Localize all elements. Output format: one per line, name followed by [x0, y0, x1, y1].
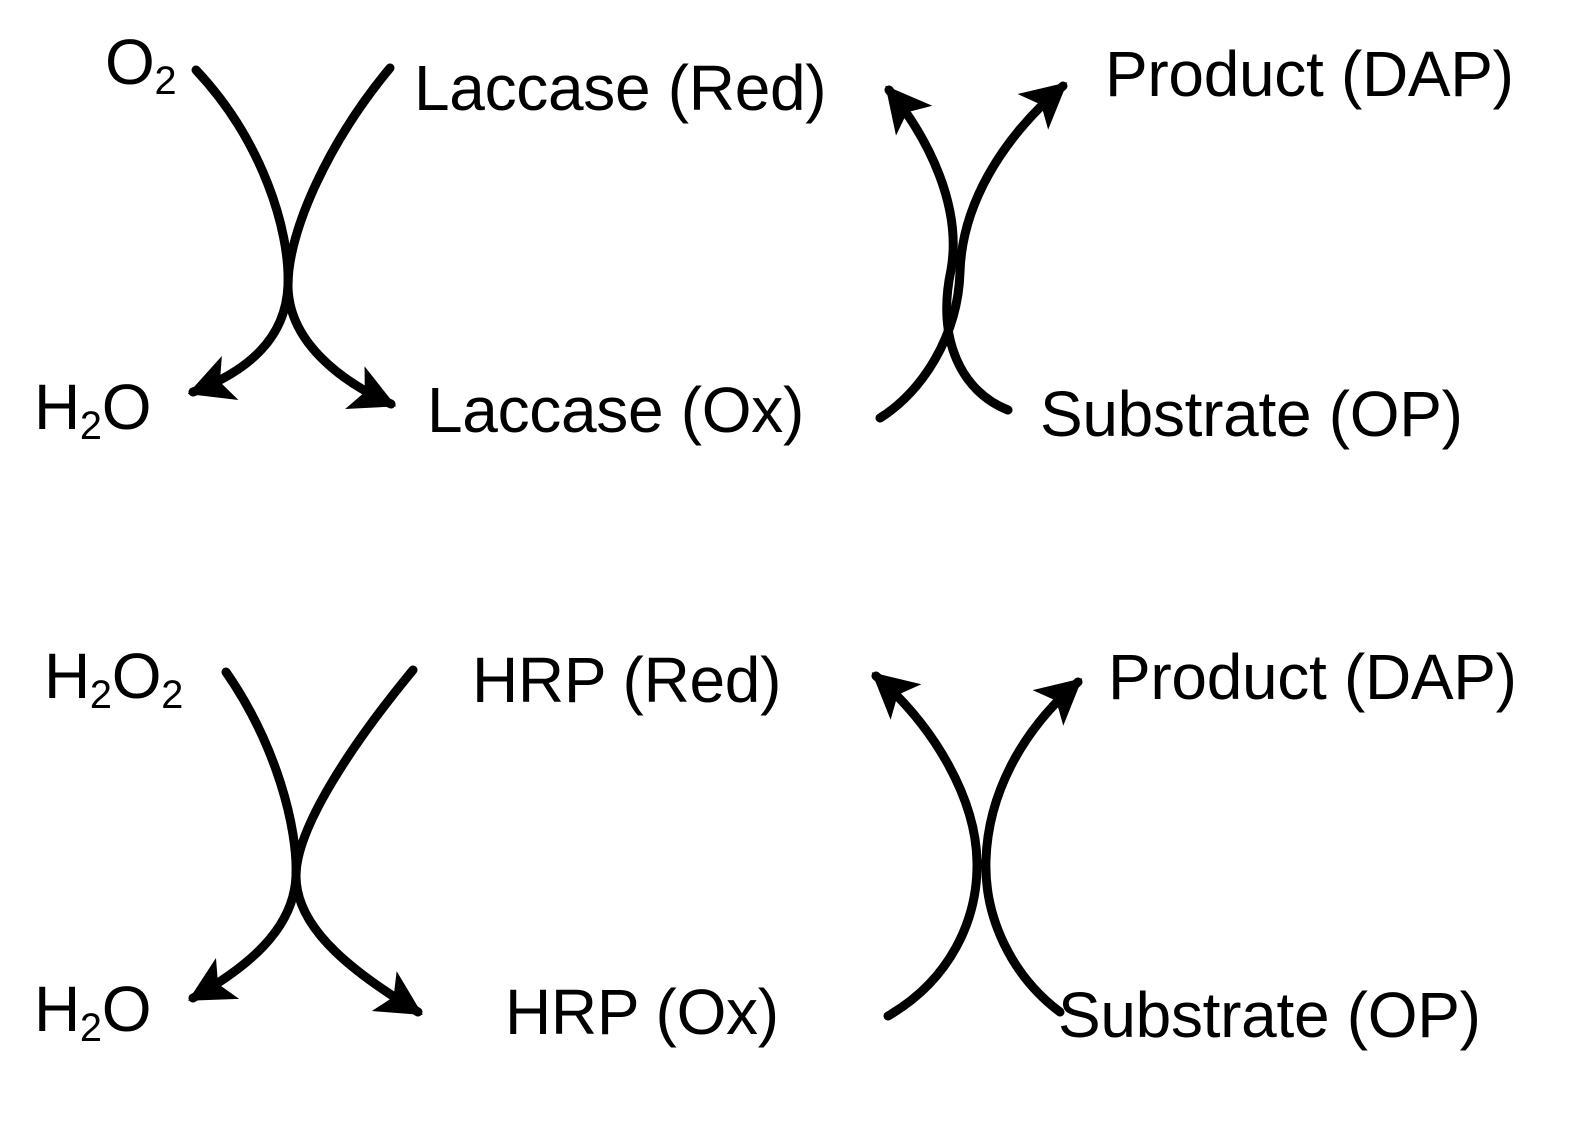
- label-water-subscript-row2: 2: [79, 1006, 102, 1051]
- label-substrate-op-row2: Substrate (OP): [1058, 979, 1481, 1051]
- arrow-h2o2-to-h2o: [188, 667, 301, 1003]
- label-oxygen-symbol: O: [105, 26, 155, 98]
- arrow-hrp-red-to-ox: [291, 665, 423, 1017]
- label-oxygen-subscript: 2: [154, 59, 177, 104]
- label-peroxide-o: O: [111, 640, 162, 712]
- label-peroxide-h: H: [44, 640, 90, 712]
- label-hydrogen-peroxide: H2O2: [44, 644, 183, 715]
- arrow-laccase-red-to-ox: [283, 63, 397, 410]
- arrow-o2-to-h2o: [187, 65, 293, 400]
- label-substrate-op-row1: Substrate (OP): [1040, 378, 1463, 450]
- arrow-hrp-ox-to-red: [871, 671, 982, 1021]
- label-laccase-oxidized: Laccase (Ox): [427, 374, 804, 446]
- label-water-h-row2: H: [34, 973, 80, 1045]
- label-water-row2: H2O: [34, 977, 152, 1048]
- label-oxygen: O2: [105, 30, 177, 101]
- arrow-laccase-ox-to-red: [884, 85, 1013, 415]
- label-water-h-row1: H: [34, 371, 80, 443]
- label-product-dap-row1: Product (DAP): [1105, 38, 1514, 110]
- label-water-subscript-row1: 2: [79, 404, 102, 449]
- label-hrp-oxidized: HRP (Ox): [505, 976, 779, 1048]
- label-product-dap-row2: Product (DAP): [1108, 641, 1517, 713]
- arrow-substrate-to-product-2: [981, 677, 1083, 1017]
- label-hrp-reduced: HRP (Red): [472, 644, 782, 716]
- label-water-o-row1: O: [101, 371, 152, 443]
- label-peroxide-subscript-1: 2: [89, 673, 112, 718]
- label-laccase-reduced: Laccase (Red): [414, 52, 827, 124]
- label-water-row1: H2O: [34, 375, 152, 446]
- label-water-o-row2: O: [101, 973, 152, 1045]
- label-peroxide-subscript-2: 2: [161, 673, 184, 718]
- arrow-substrate-to-product-1: [875, 81, 1068, 423]
